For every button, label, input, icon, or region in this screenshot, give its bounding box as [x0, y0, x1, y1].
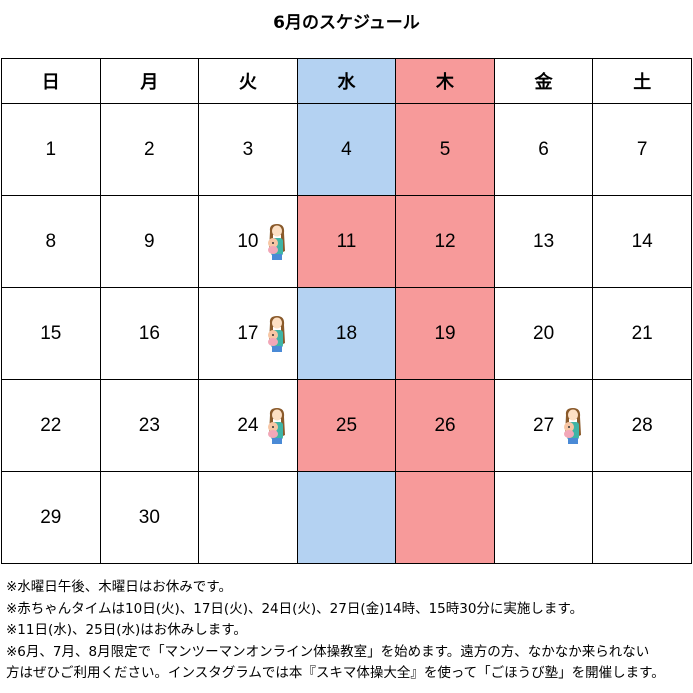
day-number: 7	[636, 138, 648, 160]
note-line: ※6月、7月、8月限定で「マンツーマンオンライン体操教室」を始めます。遠方の方、…	[6, 643, 650, 660]
week-row-3: 15 16 17 18 19 20 21	[1, 287, 692, 380]
day-cell: 15	[1, 287, 101, 380]
day-number: 3	[242, 138, 254, 160]
day-cell: 16	[99, 287, 200, 380]
day-cell: 17	[198, 287, 298, 380]
day-number: 4	[341, 138, 352, 160]
day-number: 16	[138, 322, 160, 344]
day-cell	[592, 471, 692, 564]
day-number: 22	[40, 414, 62, 436]
day-cell: 12	[395, 195, 495, 288]
day-cell: 5	[395, 103, 495, 196]
day-cell	[198, 471, 298, 564]
day-cell: 13	[493, 195, 594, 288]
day-cell: 4	[296, 103, 397, 196]
day-number: 24	[237, 414, 259, 436]
day-cell: 27	[493, 379, 594, 472]
day-number: 12	[434, 230, 456, 252]
day-cell: 10	[198, 195, 298, 288]
day-cell: 7	[592, 103, 692, 196]
day-number: 26	[434, 414, 456, 436]
week-row-4: 22 23 24 25 26 27	[1, 379, 692, 472]
notes-section: ※水曜日午後、木曜日はお休みです。 ※赤ちゃんタイムは10日(火)、17日(火)…	[6, 577, 690, 685]
day-cell	[493, 471, 594, 564]
weekday-sat: 土	[592, 58, 692, 104]
day-cell: 19	[395, 287, 495, 380]
day-cell: 3	[198, 103, 298, 196]
day-number: 13	[533, 230, 555, 252]
day-cell: 14	[592, 195, 692, 288]
day-cell: 18	[296, 287, 397, 380]
day-number: 19	[434, 322, 456, 344]
weekday-mon: 月	[99, 58, 200, 104]
day-cell: 21	[592, 287, 692, 380]
weekday-wed: 水	[296, 58, 397, 104]
day-number: 27	[533, 414, 555, 436]
day-number: 1	[45, 138, 57, 160]
day-cell: 1	[1, 103, 101, 196]
day-cell	[395, 471, 495, 564]
day-number: 6	[538, 138, 549, 160]
mother-and-baby-icon	[268, 408, 286, 444]
day-number: 18	[335, 322, 358, 344]
weekday-header-row: 日 月 火 水 木 金 土	[1, 58, 692, 104]
note-line: 方はぜひご利用ください。インスタグラムでは本『スキマ体操大全』を使って「ごほうび…	[6, 665, 665, 681]
day-cell: 25	[296, 379, 397, 472]
day-cell: 29	[1, 471, 101, 564]
page-title: 6月のスケジュール	[273, 13, 420, 33]
mother-and-baby-icon	[563, 408, 581, 444]
day-number: 9	[144, 230, 155, 252]
note-line: ※水曜日午後、木曜日はお休みです。	[6, 579, 232, 595]
day-cell: 22	[1, 379, 101, 472]
day-number: 30	[138, 506, 160, 528]
day-number: 17	[237, 322, 259, 344]
day-cell: 28	[592, 379, 692, 472]
weekday-thu: 木	[395, 58, 495, 104]
day-cell	[296, 471, 397, 564]
week-row-1: 1 2 3 4 5 6 7	[1, 103, 692, 196]
mother-and-baby-icon	[268, 316, 286, 352]
day-cell: 2	[99, 103, 200, 196]
day-cell: 9	[99, 195, 200, 288]
day-cell: 11	[296, 195, 397, 288]
calendar-table: 日 月 火 水 木 金 土 1 2 3 4 5 6 7 8 9 10	[1, 58, 692, 564]
note-line: ※赤ちゃんタイムは10日(火)、17日(火)、24日(火)、27日(金)14時、…	[6, 600, 584, 617]
weekday-sun: 日	[1, 58, 101, 104]
weekday-tue: 火	[198, 58, 298, 104]
note-line: ※11日(水)、25日(水)はお休みします。	[6, 622, 247, 638]
day-cell: 26	[395, 379, 495, 472]
day-number: 11	[336, 230, 357, 252]
day-number: 8	[45, 230, 57, 252]
mother-and-baby-icon	[268, 224, 286, 260]
day-cell: 6	[493, 103, 594, 196]
day-cell: 30	[99, 471, 200, 564]
day-cell: 23	[99, 379, 200, 472]
day-number: 5	[439, 138, 451, 160]
week-row-5: 29 30	[1, 471, 692, 564]
day-number: 23	[138, 414, 160, 436]
day-number: 21	[631, 322, 653, 344]
day-number: 14	[631, 230, 653, 252]
day-number: 2	[144, 138, 155, 160]
weekday-fri: 金	[493, 58, 594, 104]
day-cell: 24	[198, 379, 298, 472]
day-number: 15	[40, 322, 62, 344]
week-row-2: 8 9 10 11 12 13 14	[1, 195, 692, 288]
day-cell: 20	[493, 287, 594, 380]
day-number: 10	[237, 230, 259, 252]
day-cell: 8	[1, 195, 101, 288]
day-number: 25	[335, 414, 358, 436]
day-number: 20	[533, 322, 555, 344]
day-number: 29	[40, 506, 62, 528]
day-number: 28	[631, 414, 653, 436]
